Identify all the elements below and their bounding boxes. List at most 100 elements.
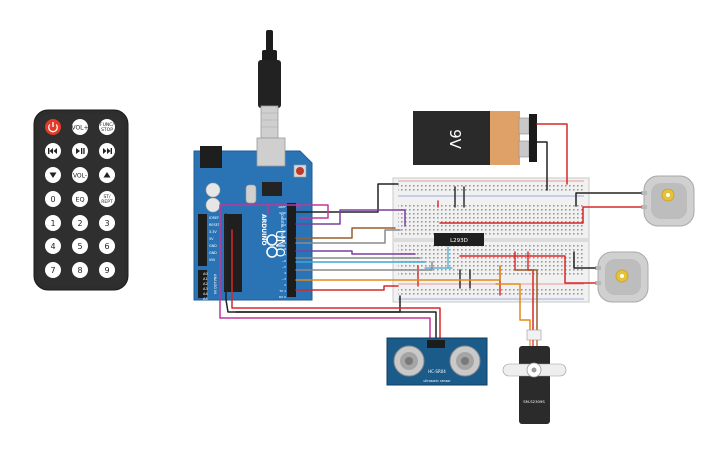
wire-motor2-b[interactable] <box>459 255 596 284</box>
arduino-brand: ARDUINO <box>260 214 267 245</box>
pin-label-3: ~3 <box>282 277 287 281</box>
pin-label-4: 4 <box>284 271 286 275</box>
button-0[interactable] <box>45 191 61 207</box>
terminal-holes-upper[interactable] <box>398 203 584 236</box>
eq-label: EQ <box>75 196 84 204</box>
button-8-label: 8 <box>77 266 82 275</box>
st-label: ST/ <box>103 194 111 200</box>
atmega-chip <box>224 214 242 292</box>
power-jack[interactable] <box>200 146 222 168</box>
vol-down-button[interactable] <box>72 167 88 183</box>
button-3-label: 3 <box>104 219 109 228</box>
pin-label-rx: RX 0 <box>279 295 286 299</box>
terminal-holes-lower[interactable] <box>398 244 584 277</box>
next-icon <box>103 148 112 154</box>
analog-header[interactable] <box>198 270 207 298</box>
breadboard[interactable] <box>392 177 590 303</box>
pin-label-12: 12 <box>282 223 286 227</box>
pin-label-6: ~6 <box>282 259 287 263</box>
func-label: FUNC/ <box>100 122 114 128</box>
button-9-label: 9 <box>104 266 109 275</box>
ir-remote[interactable]: VOL+ FUNC/STOP VOL- <box>33 109 129 291</box>
wire-servo-signal[interactable] <box>295 265 501 281</box>
sensor-sub: ultrasonic sensor <box>423 379 451 383</box>
button-2[interactable] <box>72 215 88 231</box>
digital-label: DIGITAL (PWM ~) <box>280 214 284 246</box>
pin-label-reset: RESET <box>209 223 221 227</box>
rail-holes-bottom[interactable] <box>398 287 584 296</box>
pin-label-a3: A3 <box>203 287 208 291</box>
sensor-model: HC-SR04 <box>428 369 446 374</box>
up-arrow-icon <box>103 172 111 178</box>
power-icon <box>48 122 58 133</box>
vol-up-button[interactable] <box>72 119 88 135</box>
dc-motor-2[interactable] <box>595 251 649 303</box>
reset-button[interactable] <box>296 167 304 175</box>
down-arrow-icon <box>49 172 57 178</box>
usb-port[interactable] <box>256 137 286 167</box>
servo-label: SM-S2309S <box>523 399 545 404</box>
st-rept-button[interactable] <box>99 191 115 207</box>
button-6[interactable] <box>99 238 115 254</box>
usb-cable[interactable] <box>258 30 281 139</box>
pin-label-gnd-d: GND <box>279 211 287 215</box>
wire-motor1-a[interactable] <box>575 192 642 207</box>
power-header[interactable] <box>198 214 207 266</box>
pin-label-vin: VIN <box>209 258 215 262</box>
sensor-pins[interactable] <box>427 340 445 348</box>
wires <box>219 123 642 339</box>
button-8[interactable] <box>72 262 88 278</box>
button-1[interactable] <box>45 215 61 231</box>
button-9[interactable] <box>99 262 115 278</box>
wire-battery-pos[interactable] <box>536 123 568 185</box>
battery-label: 9V <box>446 129 464 150</box>
func-stop-button[interactable] <box>99 119 115 135</box>
eq-button[interactable] <box>72 191 88 207</box>
pin-label-tx: TX 1 <box>278 289 286 293</box>
servo-motor[interactable]: SM-S2309S <box>502 329 567 424</box>
pin-label-ioref: IOREF <box>209 216 219 220</box>
wire-gnd-rail[interactable] <box>295 183 399 213</box>
arduino-logo <box>266 234 278 258</box>
analog-pin-labels: A0 A1 A2 A3 A4 A5 <box>203 272 208 301</box>
pin-label-a4: A4 <box>203 292 208 296</box>
pin-label-9: ~9 <box>282 241 287 245</box>
pin-label-a2: A2 <box>203 282 208 286</box>
digital-header[interactable] <box>287 203 296 297</box>
rail-holes-top[interactable] <box>398 184 584 193</box>
vol-up-label: VOL+ <box>71 125 88 132</box>
button-0-label: 0 <box>50 195 55 204</box>
l293d-label: L293D <box>450 238 468 244</box>
battery-9v[interactable]: 9V <box>413 111 537 165</box>
wire-sensor-trig[interactable] <box>219 204 431 339</box>
button-2-label: 2 <box>77 219 82 228</box>
button-7[interactable] <box>45 262 61 278</box>
func-stop-label: FUNC/STOP <box>100 122 114 133</box>
button-5[interactable] <box>72 238 88 254</box>
button-4-label: 4 <box>50 242 55 251</box>
pin-label-5v: 5V <box>209 237 214 241</box>
wire-motor2-a[interactable] <box>573 251 596 269</box>
power-pin-labels: IOREF RESET 3.3V 5V GND GND VIN <box>209 216 221 262</box>
pin-label-gnd-2: GND <box>209 251 217 255</box>
pin-label-11: ~11 <box>280 229 286 233</box>
arduino-uno[interactable]: ARDUINO UNO DIGITAL (PWM ~) ANALOG IN IO… <box>193 137 313 301</box>
l293d-chip[interactable]: L293D <box>434 233 484 246</box>
servo-connector[interactable] <box>526 329 542 341</box>
battery-terminal-neg[interactable] <box>518 140 530 158</box>
digital-pin-labels: AREF GND 13 12 ~11 ~10 ~9 8 7 ~6 ~5 4 ~3… <box>278 205 286 299</box>
battery-terminal-pos[interactable] <box>518 117 530 135</box>
dc-motor-1[interactable] <box>641 175 695 227</box>
ultrasonic-sensor[interactable]: HC-SR04 ultrasonic sensor <box>386 337 488 386</box>
pin-label-gnd-1: GND <box>209 244 217 248</box>
st-rept-label: ST/REPT <box>101 194 113 205</box>
wire-battery-neg[interactable] <box>536 141 548 191</box>
button-4[interactable] <box>45 238 61 254</box>
button-3[interactable] <box>99 215 115 231</box>
button-6-label: 6 <box>104 242 109 251</box>
arduino-model: UNO <box>273 230 287 257</box>
pin-label-8: 8 <box>284 247 286 251</box>
wire-motor1-b[interactable] <box>439 206 642 224</box>
